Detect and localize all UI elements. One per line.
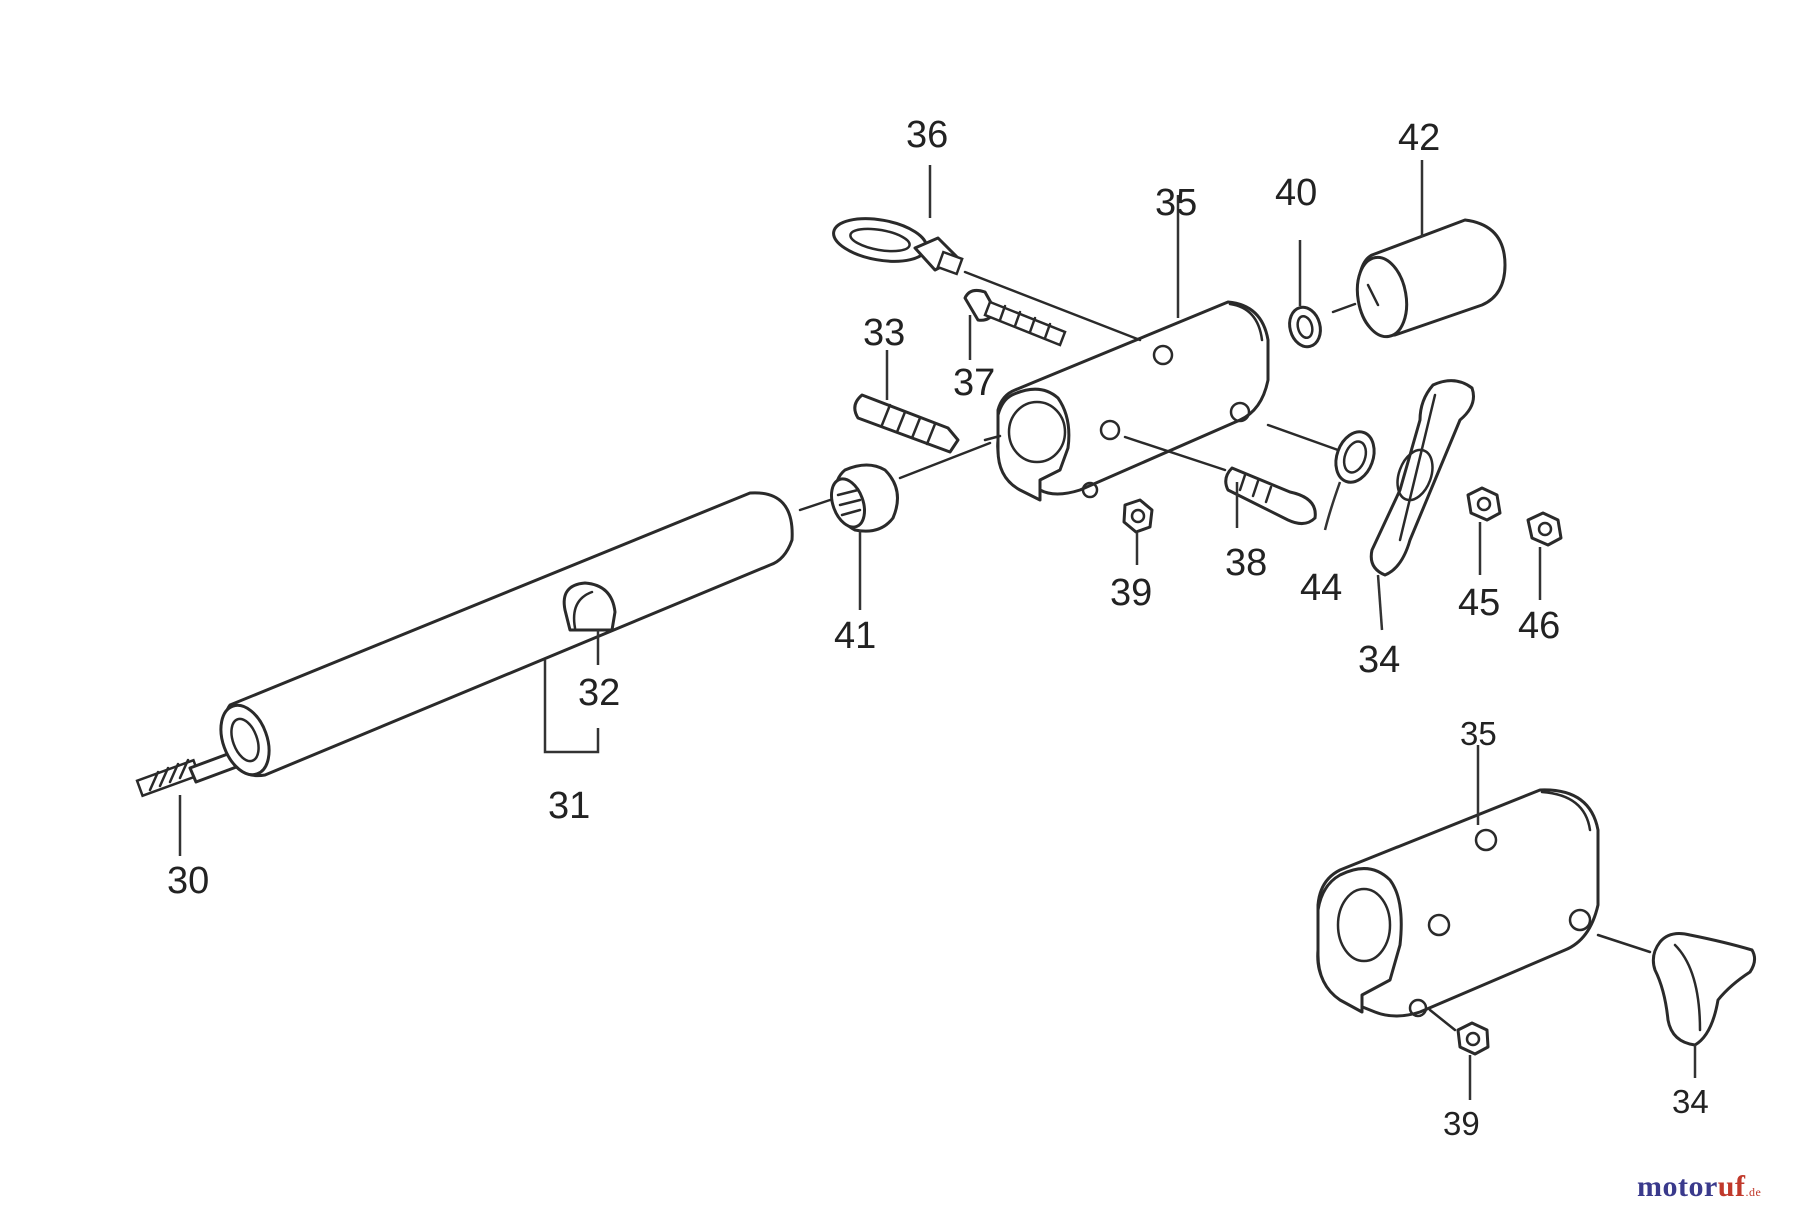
callout-44: 44 bbox=[1300, 567, 1342, 609]
part-45-nut bbox=[1466, 486, 1502, 575]
part-35-clamp-housing bbox=[983, 195, 1270, 502]
callout-41: 41 bbox=[834, 615, 876, 657]
callout-35-upper: 35 bbox=[1155, 182, 1197, 224]
callout-30: 30 bbox=[167, 860, 209, 902]
watermark-suffix: .de bbox=[1745, 1185, 1762, 1199]
callout-39-lower: 39 bbox=[1443, 1105, 1480, 1142]
motoruf-watermark: motoruf.de bbox=[1637, 1170, 1761, 1204]
part-39-nut-lower bbox=[1428, 1008, 1490, 1100]
callout-labels: 30 31 32 33 34 34 35 35 36 37 38 39 39 4… bbox=[167, 114, 1709, 1142]
part-46-nut bbox=[1526, 511, 1563, 600]
part-37-screw bbox=[963, 289, 1067, 360]
callout-35-lower: 35 bbox=[1460, 715, 1497, 752]
callout-34-upper: 34 bbox=[1358, 639, 1400, 681]
watermark-part1: motor bbox=[1637, 1170, 1718, 1203]
watermark-part2: uf bbox=[1717, 1170, 1746, 1203]
callout-46: 46 bbox=[1518, 605, 1560, 647]
callout-34-lower: 34 bbox=[1672, 1083, 1709, 1120]
callout-42: 42 bbox=[1398, 117, 1440, 159]
part-31-main-tube bbox=[219, 491, 794, 778]
callout-39-upper: 39 bbox=[1110, 572, 1152, 614]
callout-36: 36 bbox=[906, 114, 948, 156]
part-35-clamp-housing-lower bbox=[1316, 745, 1600, 1018]
part-34-knob-lower bbox=[1596, 932, 1757, 1078]
callout-38: 38 bbox=[1225, 542, 1267, 584]
part-36-eye-bolt bbox=[832, 165, 1142, 342]
part-44-washer bbox=[1266, 423, 1376, 531]
callout-40: 40 bbox=[1275, 172, 1317, 214]
callout-37: 37 bbox=[953, 362, 995, 404]
part-39-nut-upper bbox=[1122, 498, 1154, 565]
part-40-o-ring bbox=[1288, 240, 1322, 349]
callout-33: 33 bbox=[863, 312, 905, 354]
part-41-end-cap bbox=[798, 441, 992, 610]
part-34-wing-lever-upper bbox=[1369, 379, 1475, 631]
part-38-screw bbox=[1123, 435, 1317, 528]
callout-45: 45 bbox=[1458, 582, 1500, 624]
callout-32: 32 bbox=[578, 672, 620, 714]
part-42-sleeve bbox=[1331, 160, 1507, 339]
callout-31: 31 bbox=[548, 785, 590, 827]
part-33-set-screw bbox=[853, 350, 960, 454]
part-32-tube-clamp bbox=[562, 581, 617, 665]
